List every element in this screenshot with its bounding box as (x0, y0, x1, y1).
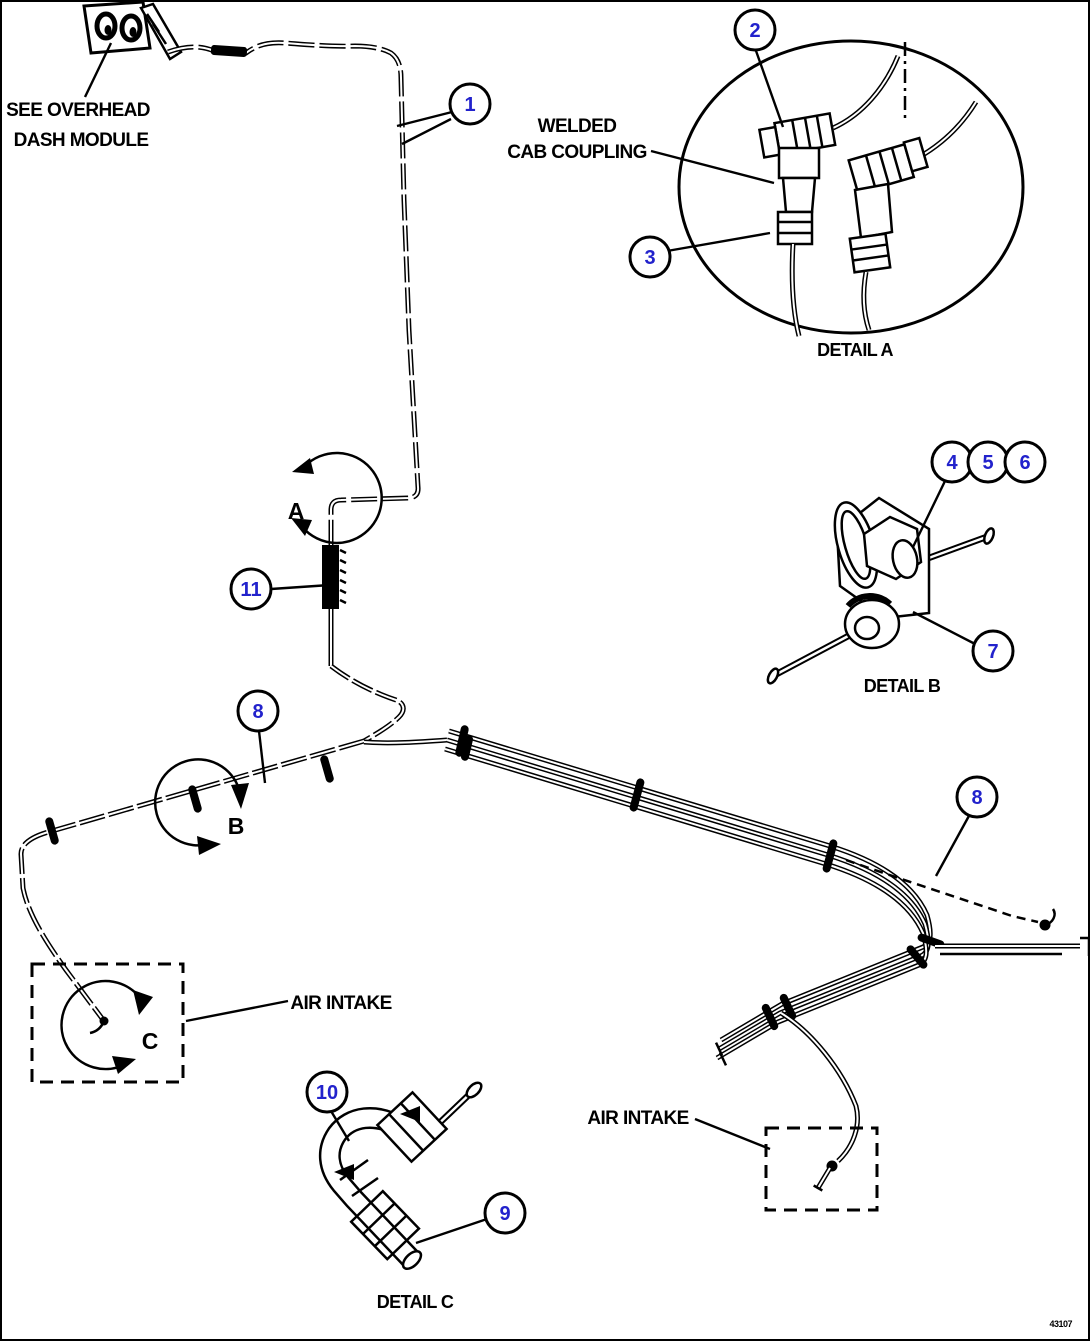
svg-text:6: 6 (1019, 452, 1030, 474)
figure-code: 43107 (1049, 1319, 1072, 1329)
rotation-letter-b: B (228, 813, 245, 839)
air-intake-label-right: AIR INTAKE (587, 1108, 688, 1129)
tube-bundle (363, 725, 945, 1066)
tube-union-fitting (210, 44, 248, 58)
callout-6[interactable]: 6 (1003, 440, 1047, 484)
rotation-marker-b: B (153, 758, 249, 855)
left-air-tube (18, 738, 365, 1035)
detail-c-caption: DETAIL C (377, 1292, 454, 1312)
svg-text:4: 4 (946, 452, 958, 474)
detail-a-caption: DETAIL A (817, 340, 893, 360)
welded-coupling-note-line1: WELDED (538, 116, 617, 137)
leader-lines (83, 42, 978, 1245)
detail-c-view (319, 1081, 483, 1271)
dash-module-note-line2: DASH MODULE (14, 130, 149, 151)
callout-10[interactable]: 10 (305, 1070, 349, 1114)
detail-b-view (766, 496, 996, 685)
svg-text:8: 8 (971, 787, 982, 809)
callout-2[interactable]: 2 (733, 8, 777, 52)
air-intake-zone-left (30, 962, 185, 1084)
callout-8[interactable]: 8 (955, 775, 999, 819)
callout-layer: 1 2 3 4 5 6 7 8 8 9 10 11 (229, 8, 1047, 1235)
svg-text:10: 10 (316, 1082, 338, 1104)
callout-3[interactable]: 3 (628, 235, 672, 279)
svg-text:3: 3 (644, 247, 655, 269)
right-edge-tube (935, 936, 1090, 956)
svg-text:5: 5 (982, 452, 993, 474)
svg-text:8: 8 (252, 701, 263, 723)
callout-8[interactable]: 8 (236, 689, 280, 733)
detail-a-view (677, 39, 1025, 337)
right-air-intake-tube (779, 1010, 860, 1192)
rotation-letter-a: A (288, 498, 305, 524)
callout-7[interactable]: 7 (971, 629, 1015, 673)
rotation-marker-a: A (288, 451, 383, 545)
svg-text:2: 2 (749, 20, 760, 42)
svg-text:1: 1 (464, 94, 475, 116)
detail-b-caption: DETAIL B (864, 676, 941, 696)
svg-text:9: 9 (499, 1203, 510, 1225)
rotation-letter-c: C (142, 1028, 159, 1054)
callout-1[interactable]: 1 (448, 82, 492, 126)
dash-module-note-line1: SEE OVERHEAD (6, 100, 150, 121)
coiled-tube-section (322, 545, 347, 609)
welded-coupling-note-line2: CAB COUPLING (507, 142, 647, 163)
callout-9[interactable]: 9 (483, 1191, 527, 1235)
rotation-marker-c: C (60, 979, 159, 1074)
callout-11[interactable]: 11 (229, 567, 273, 611)
callout-5[interactable]: 5 (966, 440, 1010, 484)
svg-text:11: 11 (240, 579, 261, 601)
air-intake-zone-right (764, 1126, 879, 1212)
air-intake-label-left: AIR INTAKE (290, 993, 391, 1014)
dash-module-bracket (82, 0, 183, 61)
callout-4[interactable]: 4 (930, 440, 974, 484)
dashed-hose-branch (845, 858, 1056, 931)
overhead-air-line (167, 40, 421, 744)
svg-text:7: 7 (987, 641, 998, 663)
